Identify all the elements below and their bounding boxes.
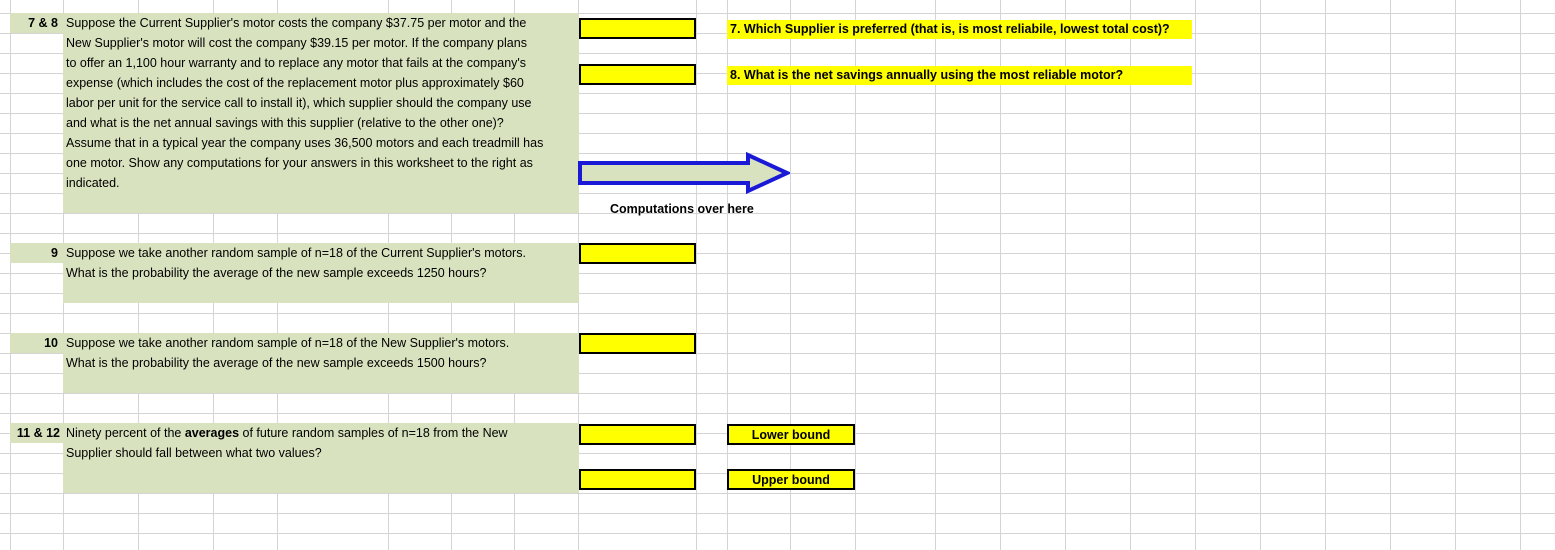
- gridline-horizontal: [0, 233, 1555, 234]
- gridline-horizontal: [0, 153, 1555, 154]
- question-text-q7-8-line-1: Suppose the Current Supplier's motor cos…: [66, 16, 527, 30]
- gridline-vertical: [790, 0, 791, 550]
- gridline-horizontal: [0, 353, 1555, 354]
- gridline-vertical: [1455, 0, 1456, 550]
- gridline-horizontal: [0, 313, 1555, 314]
- question-text-q7-8-line-4: expense (which includes the cost of the …: [66, 76, 524, 90]
- question-text-q7-8-line-9: indicated.: [66, 176, 120, 190]
- question-number-q9: 9: [51, 246, 58, 260]
- question-block-q11-12-body: [63, 423, 579, 493]
- gridline-vertical: [727, 0, 728, 550]
- question-block-q7-8-body: [63, 13, 579, 213]
- question-block-q9-body: [63, 243, 579, 303]
- gridline-vertical: [1130, 0, 1131, 550]
- label-lower-bound: Lower bound: [727, 424, 855, 445]
- computations-arrow-caption: Computations over here: [610, 202, 754, 216]
- gridline-horizontal: [0, 133, 1555, 134]
- question-text-q7-8-line-8: one motor. Show any computations for you…: [66, 156, 533, 170]
- answer-box-q10[interactable]: [579, 333, 696, 354]
- gridline-horizontal: [0, 493, 1555, 494]
- question-text-q7-8-line-3: to offer an 1,100 hour warranty and to r…: [66, 56, 527, 70]
- gridline-vertical: [696, 0, 697, 550]
- gridline-horizontal: [0, 373, 1555, 374]
- answer-box-q12-upper[interactable]: [579, 469, 696, 490]
- question-block-q9-number: [10, 243, 63, 263]
- answer-box-q7[interactable]: [579, 18, 696, 39]
- gridline-horizontal: [0, 113, 1555, 114]
- gridline-vertical: [1065, 0, 1066, 550]
- prompt-q8: 8. What is the net savings annually usin…: [727, 66, 1192, 85]
- arrow-right-icon: [578, 151, 792, 195]
- answer-box-q11-lower[interactable]: [579, 424, 696, 445]
- gridline-horizontal: [0, 193, 1555, 194]
- gridline-horizontal: [0, 53, 1555, 54]
- question-text-q11-12-line-2: Supplier should fall between what two va…: [66, 446, 322, 460]
- gridline-horizontal: [0, 13, 1555, 14]
- gridline-horizontal: [0, 93, 1555, 94]
- question-text-q9-line-2: What is the probability the average of t…: [66, 266, 487, 280]
- answer-box-q8[interactable]: [579, 64, 696, 85]
- question-block-q10-body: [63, 333, 579, 393]
- gridline-vertical: [1000, 0, 1001, 550]
- gridline-horizontal: [0, 513, 1555, 514]
- question-text-q10-line-1: Suppose we take another random sample of…: [66, 336, 510, 350]
- question-number-q7-8: 7 & 8: [28, 16, 58, 30]
- gridline-vertical: [1520, 0, 1521, 550]
- gridline-horizontal: [0, 393, 1555, 394]
- gridline-vertical: [10, 0, 11, 550]
- prompt-q7: 7. Which Supplier is preferred (that is,…: [727, 20, 1192, 39]
- computations-arrow-shape: [578, 151, 792, 195]
- gridline-horizontal: [0, 273, 1555, 274]
- question-text-q7-8-line-6: and what is the net annual savings with …: [66, 116, 504, 130]
- gridline-horizontal: [0, 413, 1555, 414]
- answer-box-q9[interactable]: [579, 243, 696, 264]
- question-text-q7-8-line-2: New Supplier's motor will cost the compa…: [66, 36, 527, 50]
- label-upper-bound: Upper bound: [727, 469, 855, 490]
- gridline-vertical: [855, 0, 856, 550]
- gridline-horizontal: [0, 533, 1555, 534]
- question-text-q7-8-line-5: labor per unit for the service call to i…: [66, 96, 532, 110]
- gridline-horizontal: [0, 453, 1555, 454]
- gridline-vertical: [1325, 0, 1326, 550]
- gridline-horizontal: [0, 213, 1555, 214]
- question-text-q7-8-line-7: Assume that in a typical year the compan…: [66, 136, 544, 150]
- gridline-horizontal: [0, 293, 1555, 294]
- gridline-vertical: [935, 0, 936, 550]
- gridline-vertical: [1390, 0, 1391, 550]
- gridline-vertical: [1260, 0, 1261, 550]
- question-block-q7-8-number: [10, 13, 63, 33]
- gridline-horizontal: [0, 333, 1555, 334]
- question-block-q10-number: [10, 333, 63, 353]
- question-text-q11-12-line-1: Ninety percent of the averages of future…: [66, 426, 508, 440]
- question-text-q10-line-2: What is the probability the average of t…: [66, 356, 487, 370]
- question-number-q10: 10: [44, 336, 58, 350]
- gridline-vertical: [1195, 0, 1196, 550]
- question-number-q11-12: 11 & 12: [16, 426, 60, 440]
- gridline-horizontal: [0, 253, 1555, 254]
- question-text-q9-line-1: Suppose we take another random sample of…: [66, 246, 526, 260]
- question-block-q11-12-number: [10, 423, 63, 443]
